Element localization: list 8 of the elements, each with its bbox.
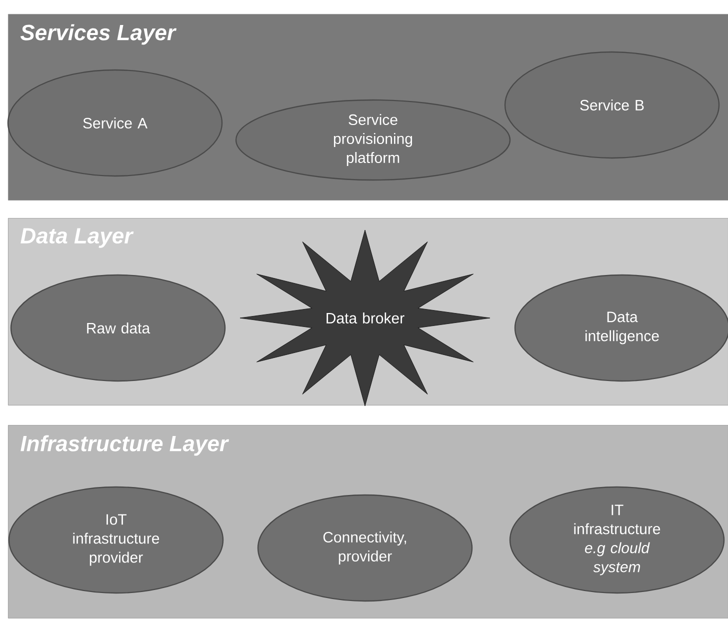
ellipse-node: Connectivity, provider xyxy=(257,494,473,602)
ellipse-node: Service provisioning platform xyxy=(235,99,511,181)
ellipse-node: IT infrastructure e.g clould system xyxy=(509,486,725,594)
ellipse-node: Data intelligence xyxy=(514,274,728,382)
ellipse-node: Service A xyxy=(7,69,223,177)
ellipse-node: Service B xyxy=(504,51,720,159)
ellipse-node: IoT infrastructure provider xyxy=(8,486,224,594)
ellipse-node: Raw data xyxy=(10,274,226,382)
